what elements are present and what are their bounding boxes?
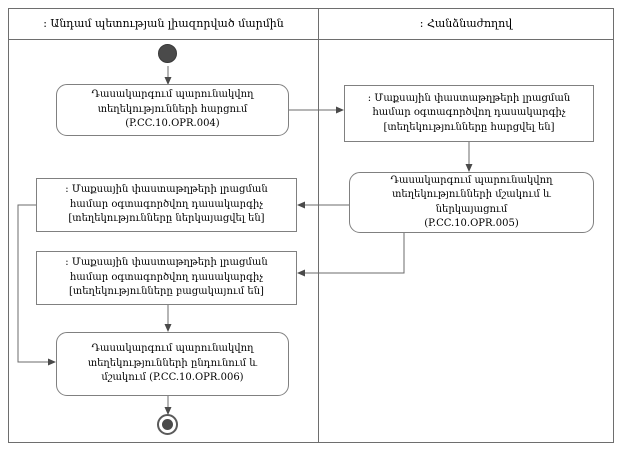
action-node-request-info-label: Դասակարգում պարունակվող տեղեկությունների… — [91, 89, 254, 130]
object-node-classifier-presented-label: : Մաքսային փաստաթղթերի լրացման համար օգտ… — [65, 184, 268, 225]
action-node-receive-and-process[interactable]: Դասակարգում պարունակվող տեղեկությունների… — [56, 332, 289, 396]
action-node-receive-and-process-label: Դասակարգում պարունակվող տեղեկությունների… — [87, 343, 258, 384]
action-node-process-and-present-label: Դասակարգում պարունակվող տեղեկությունների… — [390, 174, 553, 230]
activity-final-node[interactable] — [157, 414, 178, 435]
object-node-classifier-requested-label: : Մաքսային փաստաթղթերի լրացման համար օգտ… — [367, 92, 571, 133]
lane-title-commission: : Հանձնաժողով — [419, 17, 513, 30]
action-node-request-info[interactable]: Դասակարգում պարունակվող տեղեկությունների… — [56, 84, 289, 136]
action-node-process-and-present[interactable]: Դասակարգում պարունակվող տեղեկությունների… — [349, 172, 594, 233]
object-node-classifier-requested[interactable]: : Մաքսային փաստաթղթերի լրացման համար օգտ… — [344, 85, 594, 142]
lane-title-member-state-authority: : Անդամ պետության լիազորված մարմին — [43, 17, 284, 30]
object-node-classifier-absent[interactable]: : Մաքսային փաստաթղթերի լրացման համար օգտ… — [36, 251, 297, 305]
object-node-classifier-absent-label: : Մաքսային փաստաթղթերի լրացման համար օգտ… — [65, 257, 268, 298]
initial-node[interactable] — [158, 44, 177, 63]
swimlane-divider — [318, 8, 319, 443]
object-node-classifier-presented[interactable]: : Մաքսային փաստաթղթերի լրացման համար օգտ… — [36, 178, 297, 232]
swimlane-header-rule — [8, 39, 614, 40]
